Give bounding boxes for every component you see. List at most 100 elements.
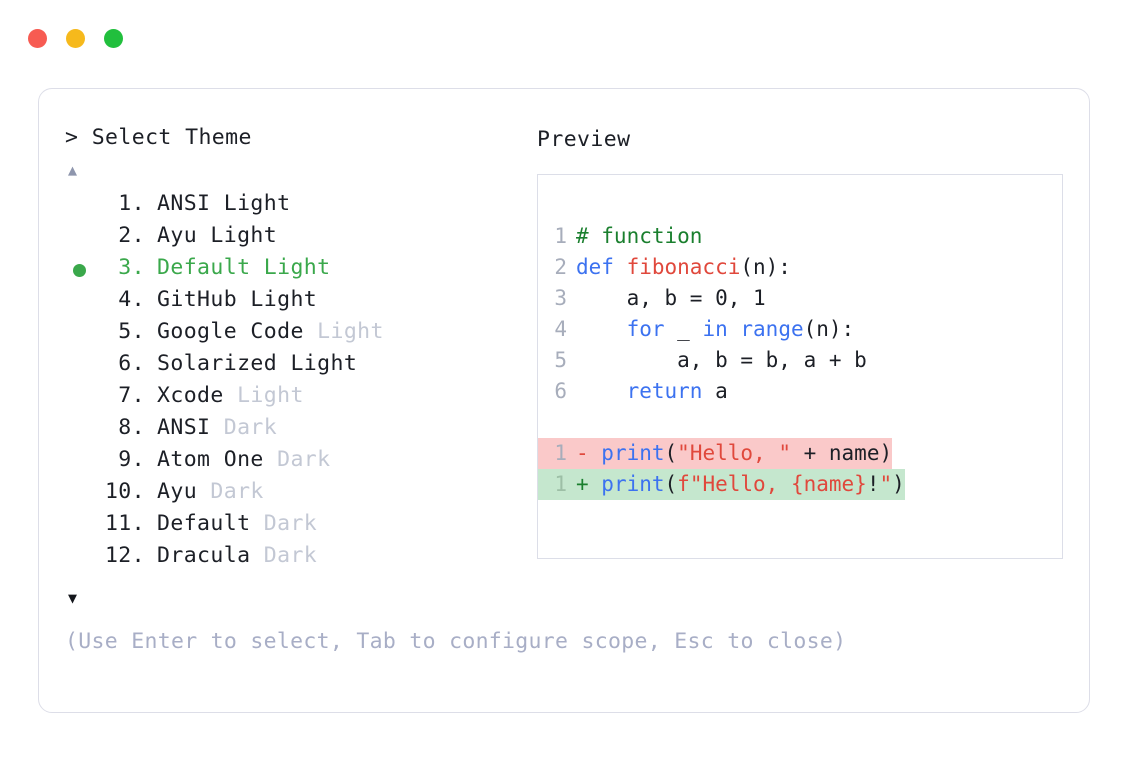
theme-item-name: Dracula bbox=[157, 542, 251, 568]
diff-sign: - bbox=[576, 438, 602, 469]
theme-item-index: 5. bbox=[118, 318, 145, 344]
minimize-window-button[interactable] bbox=[66, 29, 85, 48]
code-token: print bbox=[601, 441, 665, 465]
theme-list-item[interactable]: 3.Default Light bbox=[65, 255, 535, 287]
theme-item-index: 9. bbox=[118, 446, 145, 472]
theme-list-item[interactable]: 9.Atom One Dark bbox=[65, 447, 535, 479]
code-line-number: 5 bbox=[554, 348, 567, 372]
theme-list-item[interactable]: 2.Ayu Light bbox=[65, 223, 535, 255]
code-token: a, b = b, a + b bbox=[576, 348, 867, 372]
code-line: 2 def fibonacci(n): bbox=[538, 252, 1062, 283]
theme-item-index: 8. bbox=[118, 414, 145, 440]
code-token bbox=[576, 317, 627, 341]
theme-list-item[interactable]: 11.Default Dark bbox=[65, 511, 535, 543]
code-line: 4 for _ in range(n): bbox=[538, 314, 1062, 345]
theme-item-index: 6. bbox=[118, 350, 145, 376]
code-blank-line bbox=[538, 407, 1062, 438]
code-token: def bbox=[576, 255, 627, 279]
code-token: fibonacci bbox=[626, 255, 741, 279]
diff-line-number: 1 bbox=[538, 469, 576, 500]
diff-line-content: print("Hello, " + name) bbox=[601, 438, 893, 469]
code-token: a bbox=[702, 379, 728, 403]
code-line: 6 return a bbox=[538, 376, 1062, 407]
code-token: {name} bbox=[790, 472, 867, 496]
selected-bullet-cell bbox=[65, 415, 93, 447]
theme-item-variant-tag: Light bbox=[197, 222, 278, 248]
code-token: "Hello, " bbox=[677, 441, 791, 465]
code-token: ! bbox=[866, 472, 880, 496]
selected-bullet-cell bbox=[65, 223, 93, 255]
theme-list-item[interactable]: 8. ANSI Dark bbox=[65, 415, 535, 447]
theme-item-variant-tag: Dark bbox=[210, 414, 278, 440]
selected-bullet-cell bbox=[65, 447, 93, 479]
code-line-number: 2 bbox=[554, 255, 567, 279]
theme-item-variant-tag: Dark bbox=[197, 478, 264, 504]
selected-bullet-cell bbox=[65, 479, 93, 511]
code-line-number: 4 bbox=[554, 317, 567, 341]
code-token: a, b = 0, 1 bbox=[576, 286, 766, 310]
code-token: in bbox=[702, 317, 741, 341]
theme-item-index: 4. bbox=[118, 286, 145, 312]
diff-line-del: 1- print("Hello, " + name) bbox=[538, 438, 1062, 469]
theme-item-name: Ayu bbox=[157, 478, 198, 504]
theme-item-name: ANSI bbox=[157, 414, 211, 440]
diff-sign: + bbox=[576, 469, 602, 500]
code-token: ( bbox=[664, 472, 678, 496]
theme-item-name: Default bbox=[157, 510, 251, 536]
theme-item-index: 12. bbox=[104, 542, 145, 568]
selected-bullet-cell bbox=[65, 287, 93, 319]
theme-list-item[interactable]: 10.Ayu Dark bbox=[65, 479, 535, 511]
close-window-button[interactable] bbox=[28, 29, 47, 48]
selected-bullet-cell bbox=[65, 319, 93, 351]
code-line: 1 # function bbox=[538, 221, 1062, 252]
code-line-content: a, b = 0, 1 bbox=[576, 283, 766, 314]
scroll-up-indicator-icon[interactable]: ▲ bbox=[68, 160, 78, 179]
theme-list-item[interactable]: 6. Solarized Light bbox=[65, 351, 535, 383]
selected-bullet-icon bbox=[72, 264, 86, 277]
diff-line-number: 1 bbox=[538, 438, 576, 469]
code-line-number: 6 bbox=[554, 379, 567, 403]
code-token: for bbox=[626, 317, 665, 341]
window-controls bbox=[28, 29, 123, 48]
theme-item-name: Solarized bbox=[157, 350, 278, 376]
code-line-number: 3 bbox=[554, 286, 567, 310]
code-token bbox=[576, 379, 627, 403]
selected-bullet-cell bbox=[65, 255, 93, 287]
theme-list-item[interactable]: 7.Xcode Light bbox=[65, 383, 535, 415]
code-line-content: def fibonacci(n): bbox=[576, 252, 791, 283]
theme-list-item[interactable]: 1.ANSI Light bbox=[65, 191, 535, 223]
maximize-window-button[interactable] bbox=[104, 29, 123, 48]
theme-list-item[interactable]: 4.GitHub Light bbox=[65, 287, 535, 319]
code-token: # function bbox=[576, 224, 703, 248]
theme-item-variant-tag: Light bbox=[250, 254, 331, 280]
code-line: 5 a, b = b, a + b bbox=[538, 345, 1062, 376]
theme-item-variant-tag: Light bbox=[223, 382, 304, 408]
theme-item-variant-tag: Light bbox=[303, 318, 384, 344]
code-token: ( bbox=[664, 441, 678, 465]
theme-item-variant-tag: Dark bbox=[250, 510, 318, 536]
theme-list-item[interactable]: 12.Dracula Dark bbox=[65, 543, 535, 575]
theme-item-name: Ayu bbox=[157, 222, 198, 248]
theme-item-name: Xcode bbox=[157, 382, 224, 408]
code-line-number: 1 bbox=[554, 224, 567, 248]
theme-item-variant-tag: Light bbox=[277, 350, 358, 376]
theme-list-item[interactable]: 5.Google Code Light bbox=[65, 319, 535, 351]
code-token: (n): bbox=[803, 317, 855, 341]
prompt-label: > Select Theme bbox=[65, 125, 252, 150]
theme-item-variant-tag: Dark bbox=[263, 446, 331, 472]
code-line-content: return a bbox=[576, 376, 728, 407]
code-token: ) bbox=[892, 472, 905, 496]
theme-item-name: GitHub bbox=[157, 286, 238, 312]
code-token: " bbox=[879, 472, 893, 496]
diff-line-content: print(f"Hello, {name}!") bbox=[601, 469, 905, 500]
scroll-down-indicator-icon[interactable]: ▼ bbox=[68, 588, 78, 607]
selected-bullet-cell bbox=[65, 351, 93, 383]
selected-bullet-cell bbox=[65, 511, 93, 543]
code-token: _ bbox=[664, 317, 703, 341]
theme-item-name: ANSI bbox=[157, 190, 211, 216]
